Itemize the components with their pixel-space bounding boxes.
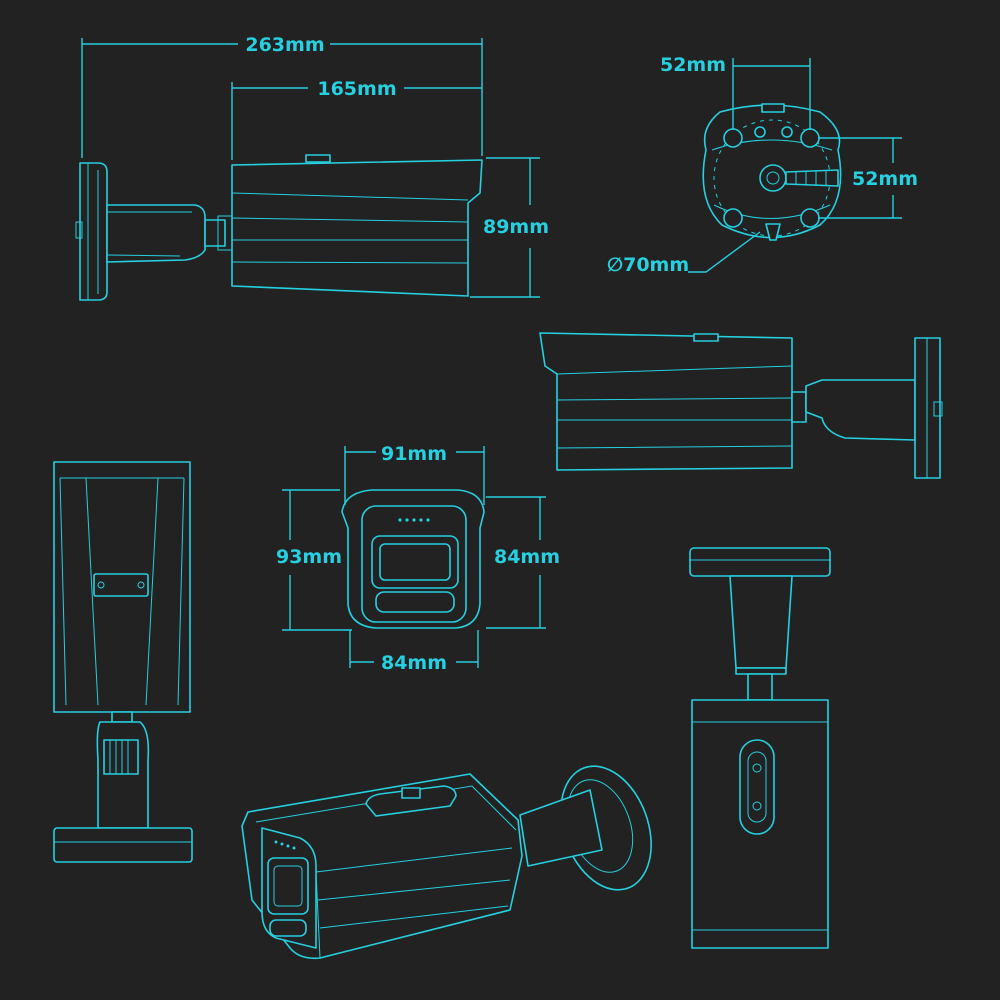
dim-total-length: 263mm <box>245 34 324 56</box>
dim-front-width-top: 91mm <box>381 443 447 465</box>
dim-body-length: 165mm <box>317 78 396 100</box>
dim-base-diameter: ∅70mm <box>607 254 689 276</box>
side-view-left: 263mm 165mm 89mm <box>75 34 549 301</box>
base-view: 52mm 52mm ∅70mm <box>607 54 918 276</box>
dim-hole-spacing-h: 52mm <box>660 54 726 76</box>
dim-front-height-left: 93mm <box>276 546 342 568</box>
front-view: 91mm 93mm 84mm 84mm <box>276 443 560 674</box>
top-view <box>689 547 831 949</box>
side-view-right <box>539 332 943 479</box>
mount-arm <box>106 204 206 263</box>
camera-housing-mirrored <box>539 332 793 471</box>
camera-housing <box>231 159 483 297</box>
rear-view <box>53 461 193 863</box>
dim-front-height-right: 84mm <box>494 546 560 568</box>
perspective-view <box>241 765 652 960</box>
dim-front-width-bottom: 84mm <box>381 652 447 674</box>
dim-height: 89mm <box>483 216 549 238</box>
wall-mount-base <box>79 162 108 301</box>
dim-hole-spacing-v: 52mm <box>852 168 918 190</box>
